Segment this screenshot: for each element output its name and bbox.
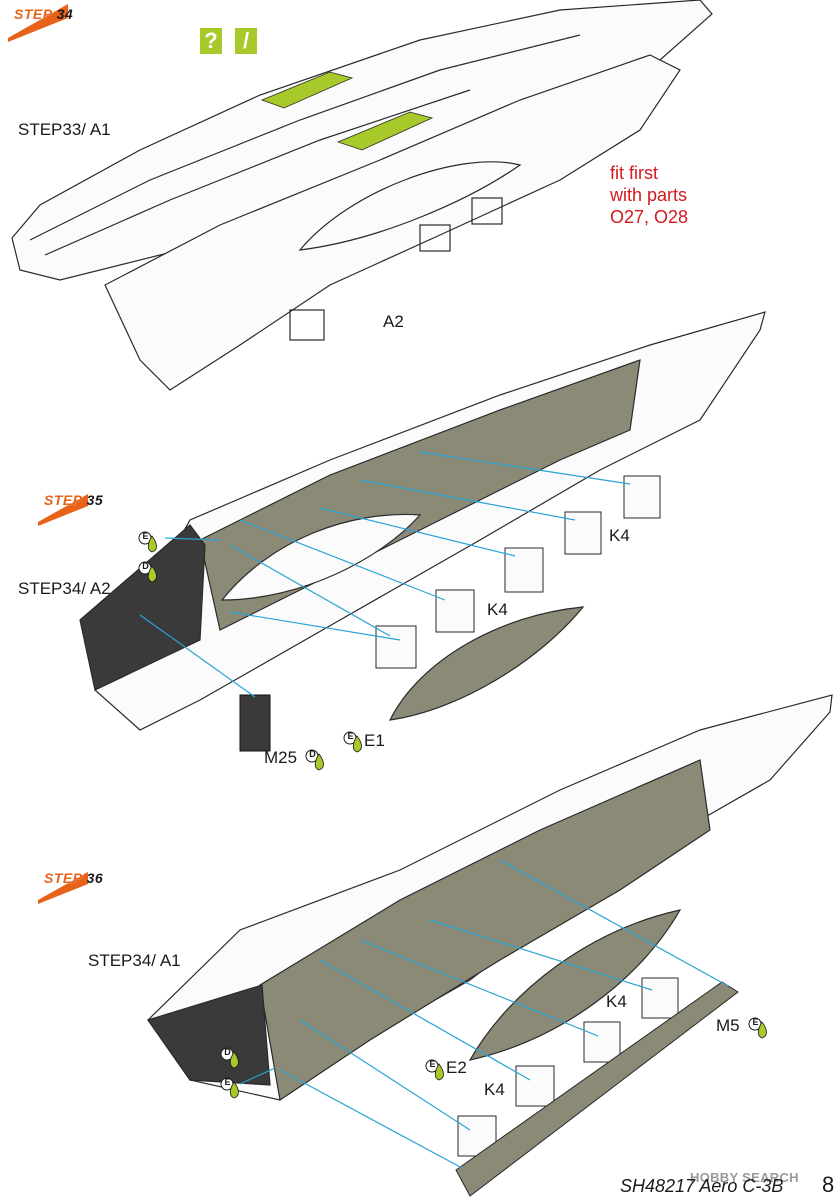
- glue-drop-e-icon: E: [220, 1076, 242, 1100]
- glue-drop-e-icon: E: [748, 1016, 770, 1040]
- fit-first-note: fit first with parts O27, O28: [610, 163, 689, 227]
- question-mark-icon: ?: [200, 28, 222, 54]
- step36-m5-label: M5: [716, 1016, 740, 1035]
- drop-letter: D: [309, 749, 316, 759]
- step36-fuselage-shell: [147, 694, 833, 1102]
- glue-drop-e-icon: E: [138, 530, 160, 554]
- step-word: STEP: [44, 870, 83, 886]
- watermark: HOBBY SEARCH: [690, 1170, 799, 1185]
- orange-triangle-icon: [8, 4, 68, 42]
- step34-ref-label: STEP33/ A1: [18, 120, 111, 139]
- step35-m25-part: [239, 694, 271, 752]
- step34-green-strips: [260, 71, 434, 151]
- step35-k4-label-b: K4: [487, 600, 508, 619]
- step35-k4-label-a: K4: [609, 526, 630, 545]
- step36-k4-label-b: K4: [484, 1080, 505, 1099]
- step35-fuselage-shell: [79, 311, 766, 731]
- step34-part-a2-label: A2: [383, 312, 404, 331]
- drop-letter: E: [429, 1059, 436, 1069]
- glue-drop-d-icon: D: [220, 1046, 242, 1070]
- step-number: 36: [86, 870, 104, 886]
- step-number: 35: [86, 492, 104, 508]
- glue-drop-d-icon: D: [305, 748, 327, 772]
- slash-icon: /: [235, 28, 257, 54]
- step35-e1-label: E1: [364, 731, 385, 750]
- drop-letter: E: [347, 731, 354, 741]
- step36-m5-rail: [455, 981, 739, 1197]
- step36-e2-label: E2: [446, 1058, 467, 1077]
- glue-drop-e-icon: E: [343, 730, 365, 754]
- orange-triangle-icon: [38, 494, 88, 526]
- drop-letter: D: [142, 561, 149, 571]
- step36-k4-label-a: K4: [606, 992, 627, 1011]
- step34-fuselage-a2: [104, 54, 681, 391]
- step35-leader-lines: [139, 451, 631, 698]
- step35-m25-label: M25: [264, 748, 298, 767]
- drop-letter: E: [224, 1077, 231, 1087]
- drop-letter: D: [224, 1047, 231, 1057]
- orange-triangle-icon: [38, 872, 88, 904]
- step-word: STEP: [14, 6, 53, 22]
- step-number: 34: [56, 6, 74, 22]
- step36-ref-label: STEP34/ A1: [88, 951, 181, 970]
- step36-leader-lines: [239, 859, 729, 1169]
- glue-drop-e-icon: E: [425, 1058, 447, 1082]
- footer-title: SH48217 Aero C-3B: [620, 1176, 784, 1196]
- step35-k4-blocks: [375, 475, 661, 669]
- step35-ref-label: STEP34/ A2: [18, 579, 111, 598]
- page-number: 8: [822, 1172, 835, 1197]
- drop-letter: E: [752, 1017, 759, 1027]
- glue-drop-d-icon: D: [138, 560, 160, 584]
- step-word: STEP: [44, 492, 83, 508]
- drop-letter: E: [142, 531, 149, 541]
